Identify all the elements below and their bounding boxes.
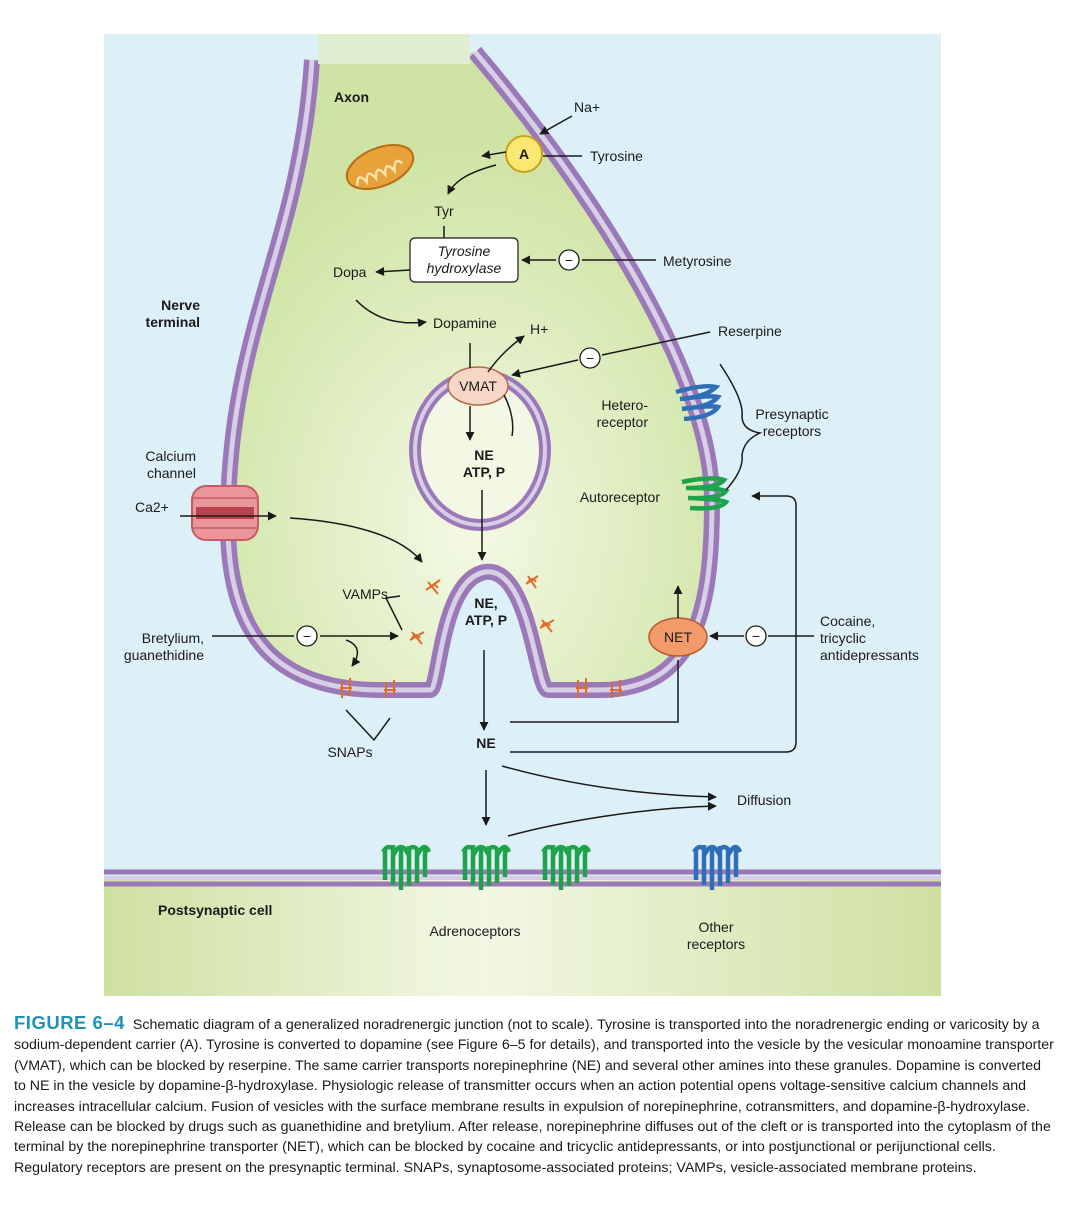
autoreceptor-label: Autoreceptor [580,489,660,505]
postsynaptic-cell [104,878,941,996]
transporter-a-label: A [519,146,529,162]
inhibitor-cocaine-icon: − [745,625,767,647]
snaps-label: SNAPs [327,744,372,760]
calcium-channel-icon [191,485,259,541]
transporter-a [505,135,543,173]
net-label: NET [664,629,692,645]
tyr-label: Tyr [434,203,454,219]
inhibitor-reserpine-icon: − [579,347,601,369]
ca-label: Ca2+ [135,499,169,515]
svg-text:−: − [586,350,594,366]
vmat-transporter [447,366,509,406]
autoreceptor-icon [681,476,730,511]
na-label: Na+ [574,99,600,115]
bretylium-label: Bretylium,guanethidine [124,630,204,663]
svg-text:−: − [303,628,311,644]
metyrosine-label: Metyrosine [663,253,732,269]
reserpine-label: Reserpine [718,323,782,339]
other-receptor-icon [692,844,743,890]
h-plus-label: H+ [530,321,548,337]
svg-text:−: − [752,628,760,644]
mitochondrion-icon [345,144,415,190]
dopa-label: Dopa [333,264,367,280]
caption-text: Schematic diagram of a generalized norad… [14,1017,1054,1176]
tyrosine-label: Tyrosine [590,148,643,164]
hetero-receptor-label: Hetero-receptor [597,397,649,430]
adrenoceptor-icon [381,844,592,890]
heteroreceptor-icon [675,383,722,422]
svg-text:−: − [565,252,573,268]
adrenoceptors-label: Adrenoceptors [429,923,520,939]
fused-contents-label: NE,ATP, P [465,595,507,628]
axon-label: Axon [334,89,369,105]
snare-proteins [340,575,622,698]
pathway-arrows [180,115,814,837]
tyrosine-hydroxylase-box [409,237,519,283]
dopamine-label: Dopamine [433,315,497,331]
diffusion-label: Diffusion [737,792,791,808]
inhibitor-metyrosine-icon: − [558,249,580,271]
inhibitor-bretylium-icon: − [296,625,318,647]
ne-label: NE [476,735,495,751]
vamps-label: VAMPs [342,586,388,602]
figure-number: FIGURE 6–4 [14,1012,125,1033]
postsynaptic-cell-label: Postsynaptic cell [158,902,272,918]
vmat-label: VMAT [459,378,497,394]
